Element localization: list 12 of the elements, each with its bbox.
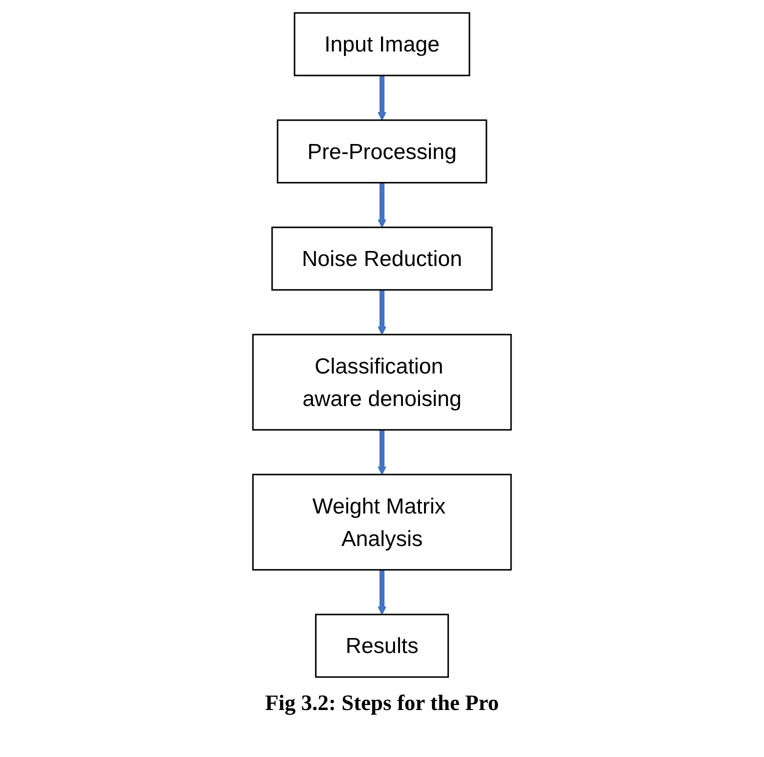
figure-caption: Fig 3.2: Steps for the Pro [265, 690, 499, 715]
arrow [378, 430, 386, 475]
node-box: Results [315, 614, 449, 678]
arrow [378, 75, 386, 121]
node-box: Noise Reduction [271, 226, 493, 291]
node-box: Classification aware denoising [252, 334, 512, 431]
node-box: Weight Matrix Analysis [252, 474, 512, 571]
node-box: Pre-Processing [276, 119, 488, 184]
node-box: Input Image [294, 12, 470, 76]
arrow [378, 182, 386, 228]
arrow [378, 290, 386, 335]
arrow [378, 570, 386, 615]
